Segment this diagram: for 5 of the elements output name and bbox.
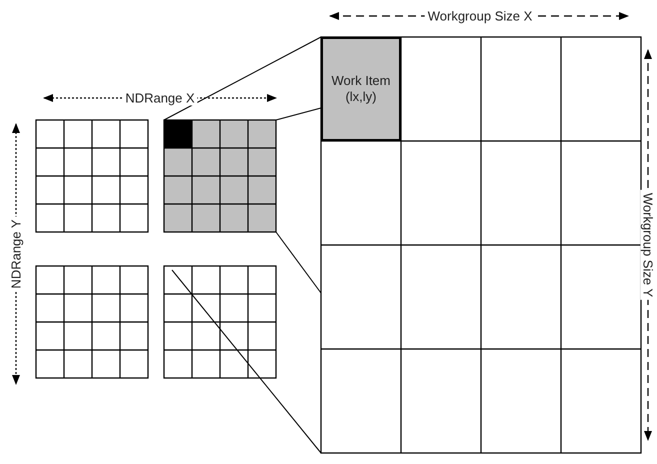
dimension-label: Workgroup Size Y [640,190,656,300]
work-item-cell: Work Item (lx,ly) [321,37,401,141]
dimension-label: Workgroup Size X [424,8,536,24]
dimension-label: NDRange X [122,90,198,106]
dimension-label: NDRange Y [8,216,24,292]
